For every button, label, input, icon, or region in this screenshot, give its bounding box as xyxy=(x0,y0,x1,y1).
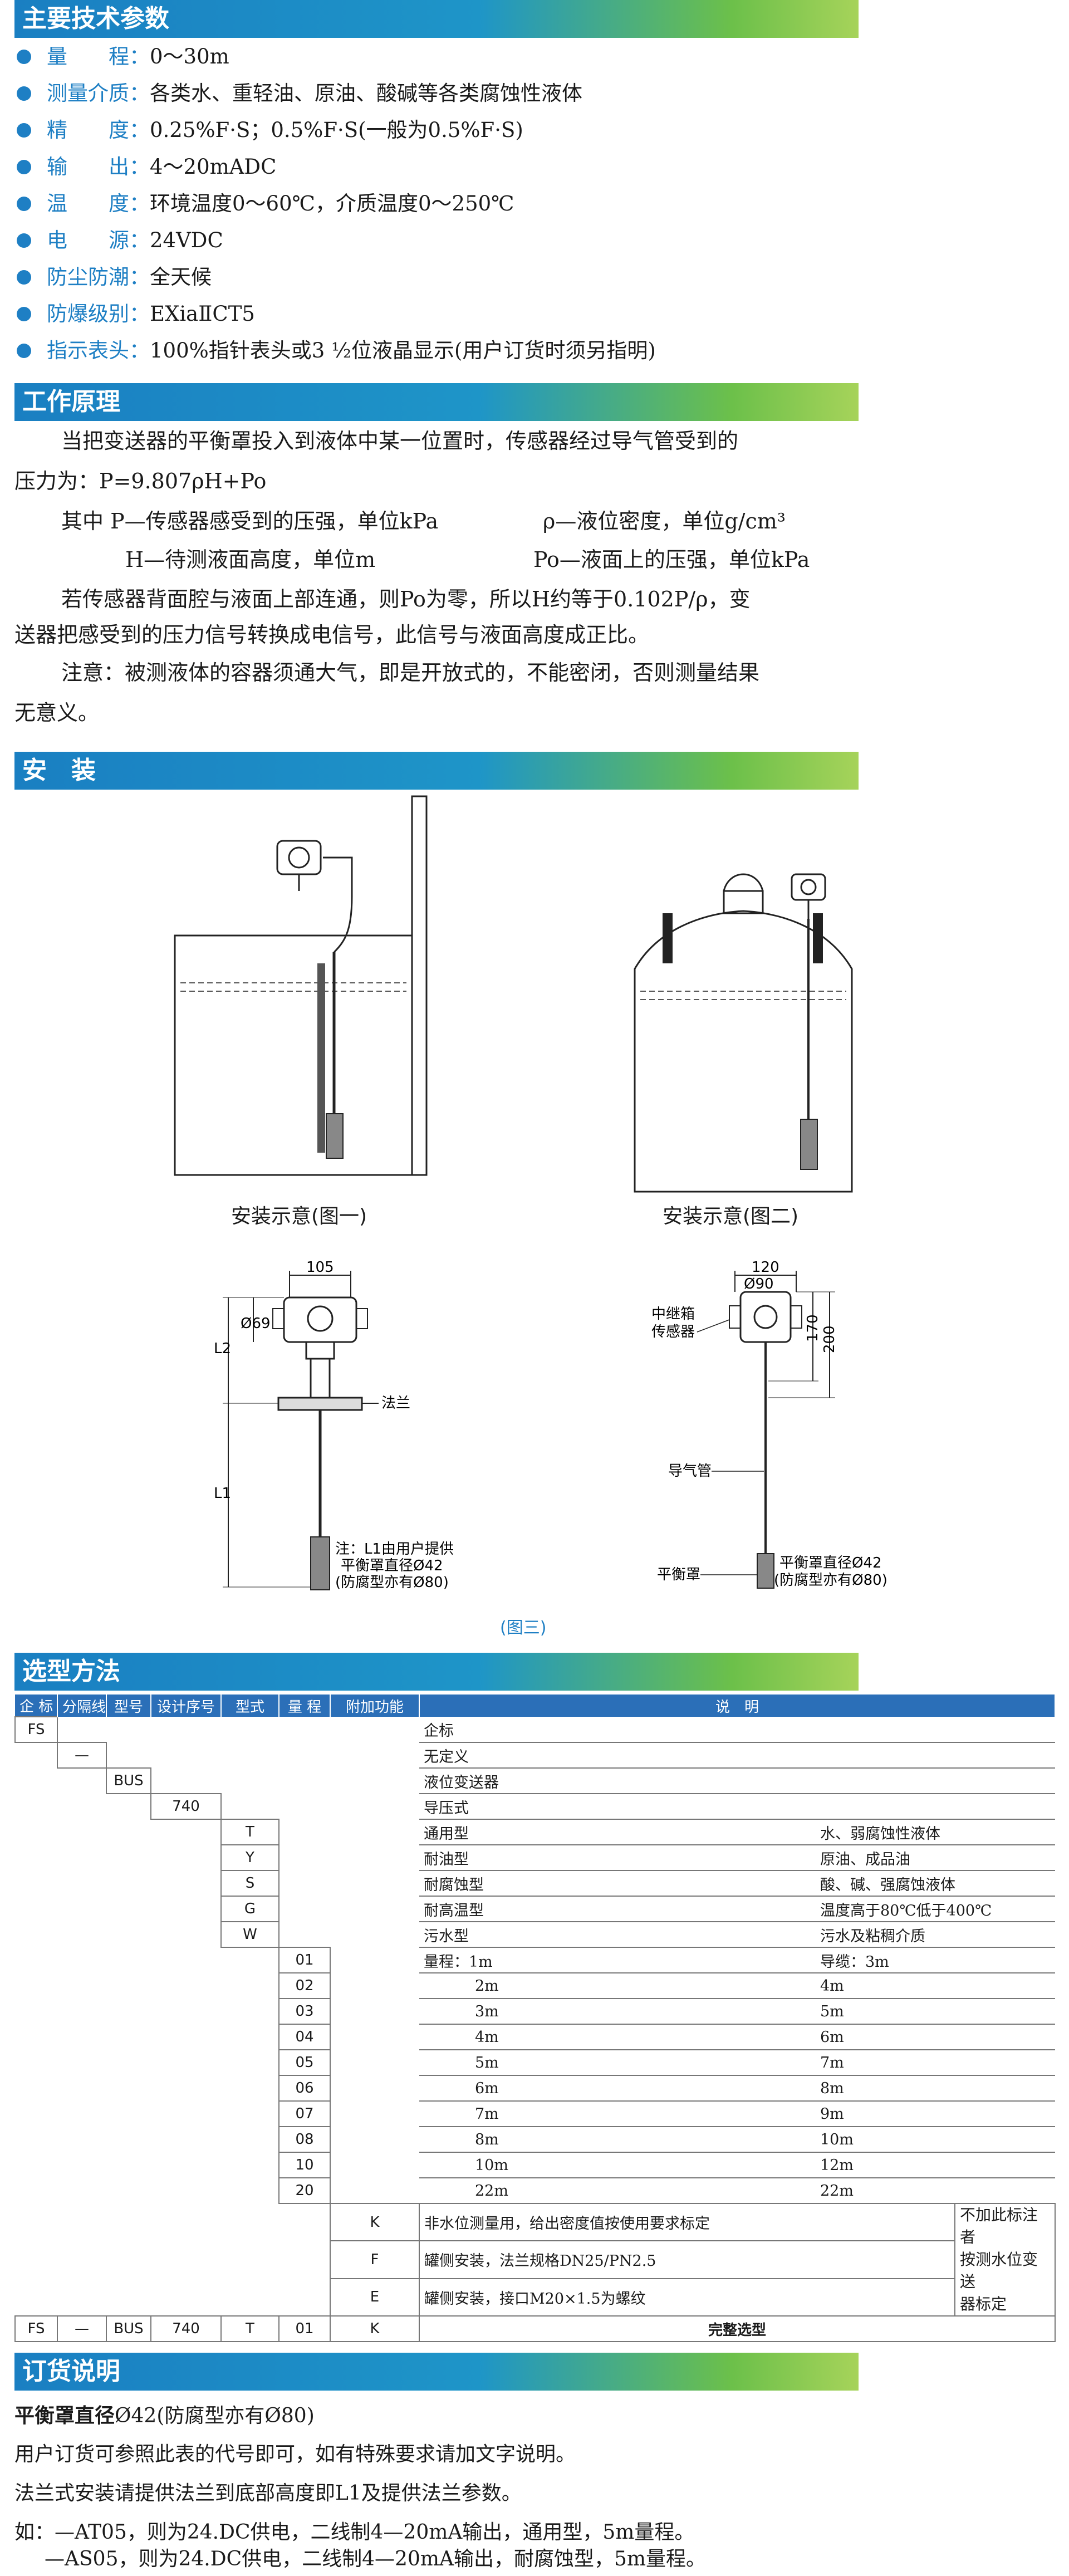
dim-width-label: 105 xyxy=(306,1259,334,1276)
header-model: 型号 xyxy=(106,1695,151,1717)
section-header-principle: 工作原理 xyxy=(14,383,859,421)
principle-rho-def: ρ—液位密度，单位g/cm³ xyxy=(543,509,786,533)
spec-accuracy: 精 度：0.25%F·S；0.5%F·S(一般为0.5%F·S) xyxy=(17,114,852,147)
spec-output: 输 出：4～20mADC xyxy=(17,150,852,184)
principle-line-1: 当把变送器的平衡罩投入到液体中某一位置时，传感器经过导气管受到的 xyxy=(61,429,739,453)
bullet-icon xyxy=(17,86,31,101)
install-figure-2 xyxy=(634,873,853,1193)
header-range: 量 程 xyxy=(279,1695,331,1717)
note-anticorrosion: (防腐型亦有Ø80) xyxy=(335,1574,449,1591)
header-type: 型式 xyxy=(221,1695,279,1717)
section-header-specs: 主要技术参数 xyxy=(14,0,859,38)
install-dimension-drawing-1: 105 L2 L1 Ø69 法兰 注：L1由用户提供 平衡罩直径Ø42 (防腐型… xyxy=(214,1259,454,1591)
dim-width-label: 120 xyxy=(752,1259,779,1276)
spec-medium: 测量介质：各类水、重轻油、原油、酸碱等各类腐蚀性液体 xyxy=(17,77,852,110)
spec-range: 量 程：0～30m xyxy=(17,40,852,74)
bullet-icon xyxy=(17,270,31,285)
principle-po-def: Po—液面上的压强，单位kPa xyxy=(533,547,810,572)
order-line-2: 用户订货可参照此表的代号即可，如有特殊要求请加文字说明。 xyxy=(14,2443,576,2466)
table-row: 740 导压式 xyxy=(15,1793,1056,1820)
sensor-label: 传感器 xyxy=(651,1324,695,1340)
selection-final-row: FS — BUS 740 T 01 K 完整选型 xyxy=(14,2315,1056,2342)
order-line-4: 如：—AT05，则为24.DC供电，二线制4—20mA输出，通用型，5m量程。 xyxy=(14,2521,695,2544)
flange-label: 法兰 xyxy=(381,1395,410,1412)
dim-170-label: 170 xyxy=(805,1314,821,1342)
install-caption-2: 安装示意(图二) xyxy=(663,1205,799,1228)
order-line-1: 平衡罩直径Ø42(防腐型亦有Ø80) xyxy=(14,2404,315,2427)
order-line-3: 法兰式安装请提供法兰到底部高度即L1及提供法兰参数。 xyxy=(14,2482,522,2505)
principle-p-def: 其中 P—传感器感受到的压强，单位kPa xyxy=(61,509,439,533)
install-caption-1: 安装示意(图一) xyxy=(231,1205,367,1228)
header-extra: 附加功能 xyxy=(330,1695,420,1717)
dim-200-label: 200 xyxy=(821,1325,838,1353)
spec-temperature: 温 度：环境温度0～60℃，介质温度0～250℃ xyxy=(17,187,852,221)
selection-table: 企 标 分隔线 型号 设计序号 型式 量 程 附加功能 说 明 FS 企标 — … xyxy=(14,1695,1056,2342)
section-header-order: 订货说明 xyxy=(14,2353,859,2391)
principle-note: 注意：被测液体的容器须通大气，即是开放式的，不能密闭，否则测量结果 xyxy=(61,660,760,685)
spec-explosion: 防爆级别：EXiaⅡCT5 xyxy=(17,297,852,331)
spec-protection: 防尘防潮：全天候 xyxy=(17,261,852,294)
note-l1: 注：L1由用户提供 xyxy=(335,1541,454,1558)
header-description: 说 明 xyxy=(419,1695,1056,1717)
bullet-icon xyxy=(17,343,31,358)
bullet-icon xyxy=(17,233,31,248)
principle-line-6: 送器把感受到的压力信号转换成电信号，此信号与液面高度成正比。 xyxy=(14,623,650,647)
dim-phi-label: Ø90 xyxy=(744,1276,774,1292)
spec-power: 电 源：24VDC xyxy=(17,224,852,257)
air-tube-label: 导气管 xyxy=(668,1463,712,1480)
principle-h-def: H—待测液面高度，单位m xyxy=(125,547,376,572)
principle-note-end: 无意义。 xyxy=(14,701,100,725)
table-row: — 无定义 xyxy=(15,1742,1056,1769)
install-caption-3: (图三) xyxy=(500,1618,547,1638)
header-separator: 分隔线 xyxy=(57,1695,107,1717)
spec-indicator: 指示表头：100%指针表头或3 ½位液晶显示(用户订货时须另指明) xyxy=(17,334,852,368)
bullet-icon xyxy=(17,49,31,64)
bullet-icon xyxy=(17,196,31,211)
bullet-icon xyxy=(17,306,31,321)
section-header-selection: 选型方法 xyxy=(14,1653,859,1691)
install-figure-1 xyxy=(174,795,428,1176)
bullet-icon xyxy=(17,123,31,138)
table-row: BUS 液位变送器 xyxy=(15,1767,1056,1794)
selection-header-row: 企 标 分隔线 型号 设计序号 型式 量 程 附加功能 说 明 xyxy=(15,1695,1056,1717)
note-anticorrosion: (防腐型亦有Ø80) xyxy=(774,1572,887,1589)
header-design-no: 设计序号 xyxy=(151,1695,222,1717)
section-header-install: 安 装 xyxy=(14,752,859,790)
dim-phi-label: Ø69 xyxy=(241,1315,271,1332)
table-row: K 非水位测量用，给出密度值按使用要求标定 不加此标注者 按测水位变送 器标定 xyxy=(15,2202,1056,2317)
dim-l1-label: L1 xyxy=(214,1485,231,1502)
bullet-icon xyxy=(17,159,31,174)
extra-note: 不加此标注者 按测水位变送 器标定 xyxy=(954,2203,1056,2317)
table-row: FS 企标 xyxy=(14,1716,1056,1743)
dim-l2-label: L2 xyxy=(214,1340,231,1357)
header-standard: 企 标 xyxy=(15,1695,58,1717)
principle-formula: 压力为：P=9.807ρH+Po xyxy=(14,469,267,493)
install-dimension-drawing-2: 120 Ø90 170 200 中继箱 传感器 导气管 平衡罩 平衡罩直径Ø42… xyxy=(651,1259,887,1589)
note-cover-diameter: 平衡罩直径Ø42 xyxy=(341,1558,443,1574)
note-cover-diameter: 平衡罩直径Ø42 xyxy=(779,1555,882,1571)
balance-cover-label: 平衡罩 xyxy=(657,1566,700,1583)
order-line-5: —AS05，则为24.DC供电，二线制4—20mA输出，耐腐蚀型，5m量程。 xyxy=(45,2548,707,2570)
principle-line-5: 若传感器背面腔与液面上部连通，则Po为零，所以H约等于0.102P/ρ，变 xyxy=(61,587,751,611)
relay-box-label: 中继箱 xyxy=(651,1306,695,1323)
